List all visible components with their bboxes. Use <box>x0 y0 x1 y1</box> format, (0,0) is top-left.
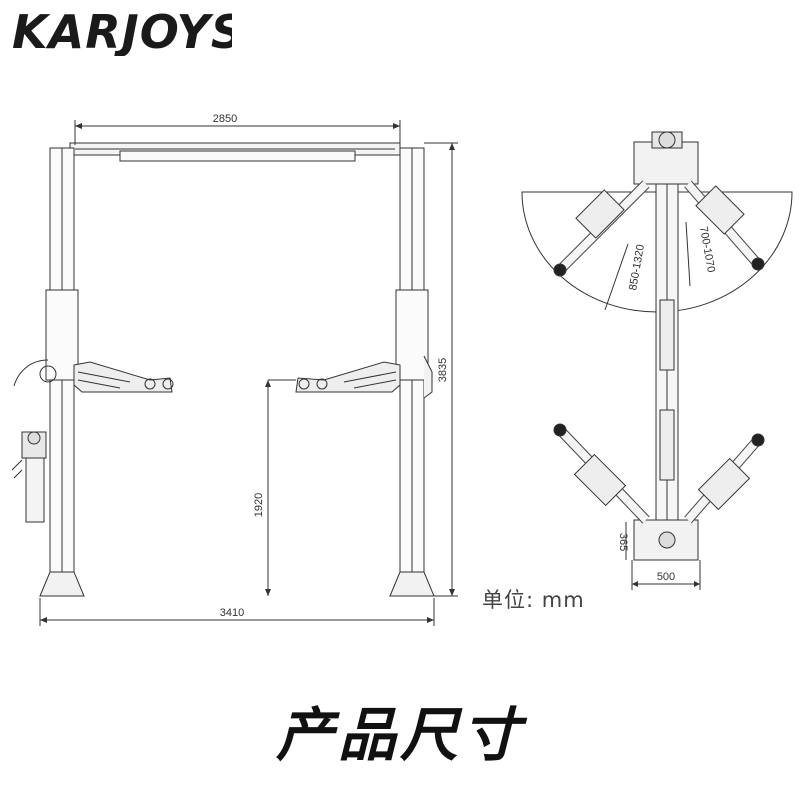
upper-right-arm <box>684 180 765 271</box>
top-carriage <box>633 141 699 185</box>
brand-name: KARJOYS <box>12 5 232 56</box>
page-title: 产品尺寸 <box>275 701 524 769</box>
left-base <box>39 571 85 597</box>
power-unit <box>11 359 57 523</box>
dim-base-depth: 365 <box>617 533 629 551</box>
lower-left-arm <box>553 423 650 524</box>
dim-lift-height: 1920 <box>253 493 265 517</box>
brand-logo: KARJOYS <box>12 5 232 56</box>
left-arm <box>73 361 173 393</box>
lower-right-arm <box>684 433 765 524</box>
right-base <box>389 571 435 597</box>
upper-left-arm <box>553 180 650 277</box>
dim-width-base: 3410 <box>220 607 244 619</box>
dim-total-height: 3835 <box>437 358 449 382</box>
right-arm <box>295 361 401 393</box>
unit-label: 单位: mm <box>482 588 585 612</box>
beam-rail <box>119 150 356 162</box>
dim-width-top: 2850 <box>213 113 237 125</box>
dim-base-width: 500 <box>657 571 675 583</box>
